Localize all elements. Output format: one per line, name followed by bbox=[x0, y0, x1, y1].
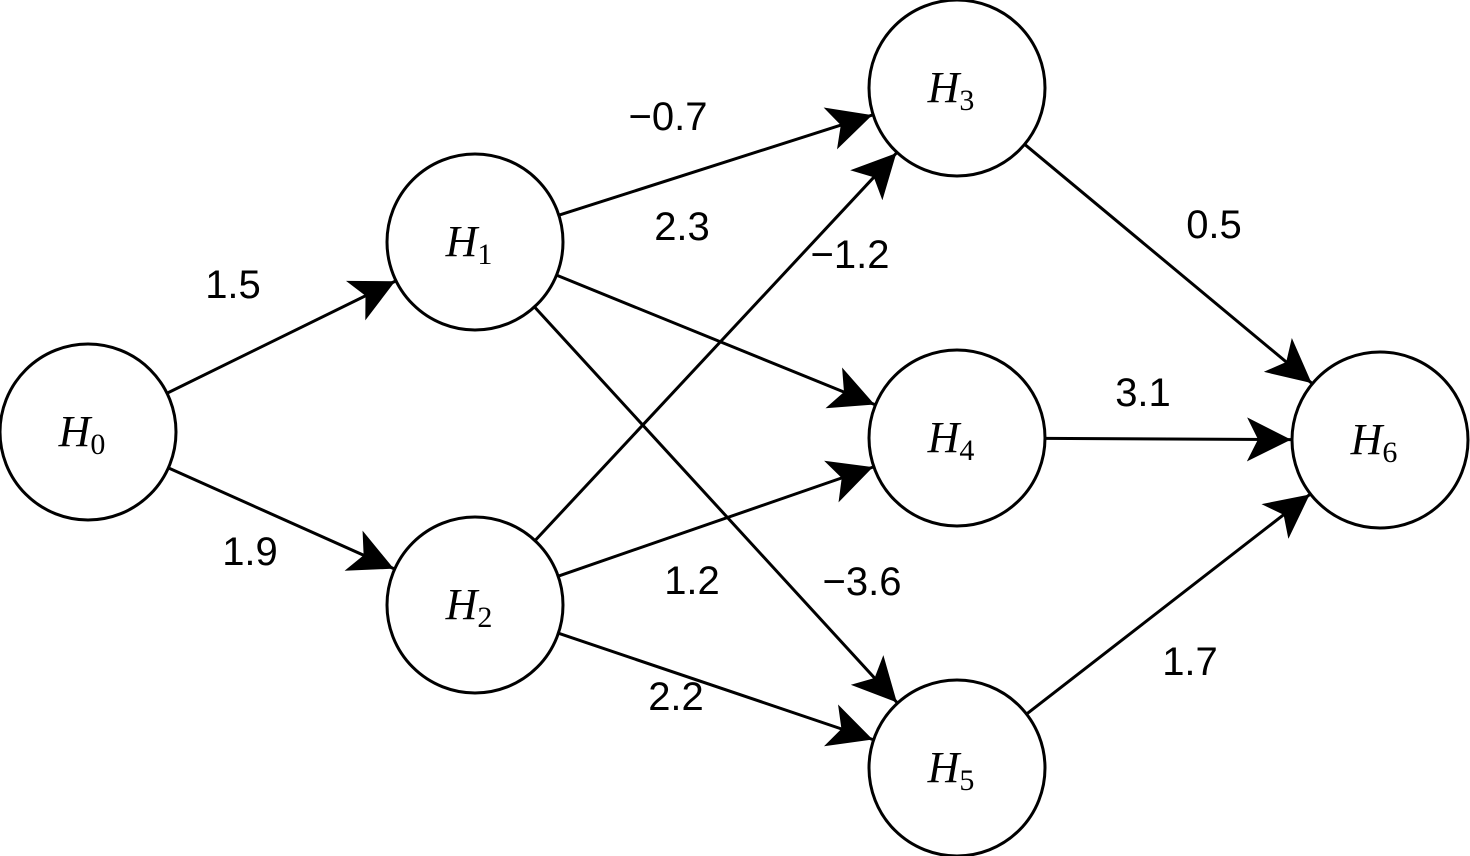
node-h4: H4 bbox=[867, 348, 1047, 528]
node-h2: H2 bbox=[385, 515, 565, 695]
node-label: H5 bbox=[927, 743, 975, 797]
node-circle bbox=[1290, 350, 1470, 530]
edge-weight-h0-h2: 1.9 bbox=[222, 530, 278, 574]
node-circle bbox=[385, 515, 565, 695]
node-circle bbox=[867, 0, 1047, 178]
edge-h0-h2-arrow bbox=[167, 466, 395, 571]
node-h1: H1 bbox=[385, 152, 565, 332]
edge-weight-h0-h1: 1.5 bbox=[205, 263, 261, 307]
node-letter: H bbox=[58, 407, 93, 456]
edge-weight-h1-h4: 2.3 bbox=[654, 205, 710, 249]
node-letter: H bbox=[445, 217, 480, 266]
edge-h2-h4-arrow bbox=[557, 460, 874, 578]
node-label: H3 bbox=[927, 63, 975, 117]
node-label: H4 bbox=[927, 413, 975, 467]
edge-weight-h2-h3: −1.2 bbox=[811, 233, 890, 277]
node-subscript: 0 bbox=[90, 428, 105, 461]
node-letter: H bbox=[927, 63, 962, 112]
node-label: H2 bbox=[445, 580, 493, 634]
edge-h2-h3-arrow bbox=[533, 152, 898, 542]
node-h0: H0 bbox=[0, 342, 178, 522]
edge-h1-h4-arrow bbox=[555, 273, 876, 409]
node-circle bbox=[867, 348, 1047, 528]
node-letter: H bbox=[927, 413, 962, 462]
edge-h1-h3-arrow bbox=[558, 107, 873, 217]
edge-h4-h6-arrow bbox=[1044, 417, 1292, 462]
node-subscript: 2 bbox=[477, 601, 492, 634]
node-circle bbox=[385, 152, 565, 332]
node-label: H1 bbox=[445, 217, 493, 271]
edge-h1-h5-arrow bbox=[533, 305, 898, 704]
edge-weight-h1-h3: −0.7 bbox=[629, 95, 708, 139]
edge-h3-h6-arrow bbox=[1023, 143, 1313, 385]
edge-weight-h2-h4: 1.2 bbox=[664, 559, 720, 603]
edge-weight-h4-h6: 3.1 bbox=[1115, 371, 1171, 415]
edge-h2-h5-arrow bbox=[557, 631, 874, 747]
edge-h5-h6-arrow bbox=[1025, 493, 1311, 716]
node-subscript: 5 bbox=[959, 764, 974, 797]
edge-weight-h5-h6: 1.7 bbox=[1162, 640, 1218, 684]
edge-labels-layer: 1.5 1.9 −0.7 2.3 −3.6 −1.2 1.2 2.2 0.5 3.1 1.7 bbox=[205, 95, 1242, 719]
node-letter: H bbox=[445, 580, 480, 629]
node-subscript: 1 bbox=[477, 238, 492, 271]
node-circle bbox=[0, 342, 178, 522]
node-h6: H6 bbox=[1290, 350, 1470, 530]
node-letter: H bbox=[1350, 415, 1385, 464]
node-subscript: 4 bbox=[959, 434, 974, 467]
edge-weight-h1-h5: −3.6 bbox=[823, 560, 902, 604]
edge-weight-h3-h6: 0.5 bbox=[1186, 203, 1242, 247]
node-subscript: 3 bbox=[959, 84, 974, 117]
node-circle bbox=[867, 678, 1047, 856]
edges-layer bbox=[166, 107, 1313, 747]
edge-weight-h2-h5: 2.2 bbox=[648, 675, 704, 719]
node-letter: H bbox=[927, 743, 962, 792]
node-label: H0 bbox=[58, 407, 106, 461]
node-h5: H5 bbox=[867, 678, 1047, 856]
node-h3: H3 bbox=[867, 0, 1047, 178]
node-label: H6 bbox=[1350, 415, 1398, 469]
edge-h0-h1-arrow bbox=[166, 279, 396, 395]
node-subscript: 6 bbox=[1382, 436, 1397, 469]
